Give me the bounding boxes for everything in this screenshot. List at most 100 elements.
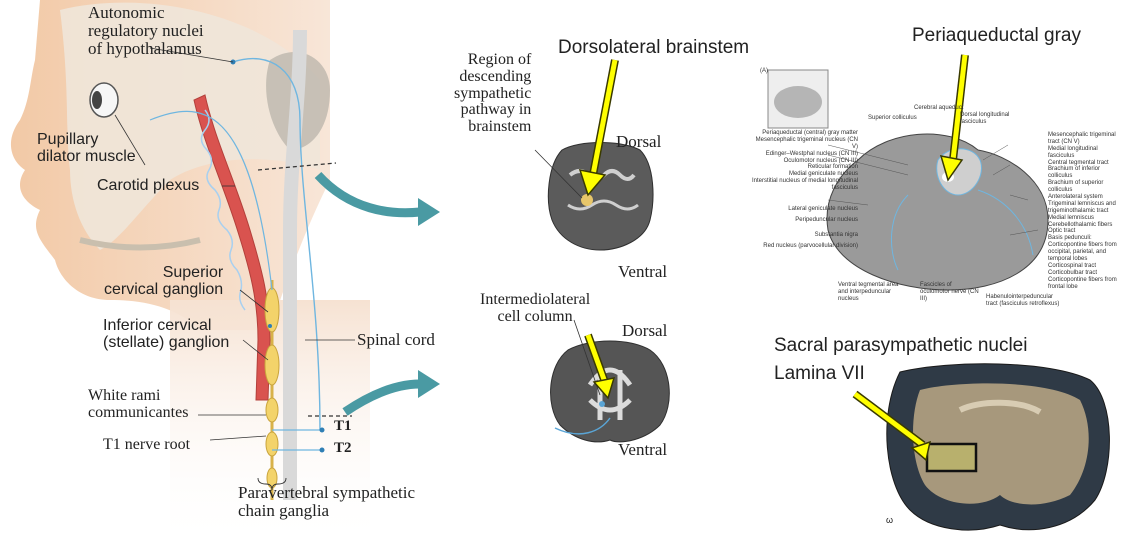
midbrain-panel: Periaqueductal gray (A) Cerebral aqueduc… bbox=[748, 20, 1122, 310]
midbrain-right-2: Central tegmental tract bbox=[1048, 159, 1109, 166]
midbrain-right-7: Medial lemniscus bbox=[1048, 214, 1095, 221]
jaw bbox=[79, 237, 201, 251]
midbrain-left-1: Mesencephalic trigeminal nucleus (CN V) bbox=[755, 136, 858, 150]
label-t2: T2 bbox=[334, 440, 352, 456]
sacral-texture bbox=[958, 399, 1042, 415]
callout-dorsolateral: Dorsolateral brainstem bbox=[558, 37, 750, 58]
arrow-sacral-shaft bbox=[853, 392, 925, 447]
midbrain-section bbox=[767, 54, 1049, 291]
arrow-sacral-head bbox=[910, 440, 932, 462]
t1-ganglion bbox=[265, 397, 279, 423]
midbrain-left-10: Red nucleus (parvocellular division) bbox=[763, 242, 858, 249]
arrow-pag-shaft bbox=[950, 54, 968, 161]
lamina-vii-box bbox=[925, 442, 978, 473]
brainstem-panel: Dorsolateral brainstem Region of descend… bbox=[440, 0, 760, 290]
midbrain-left-8: Peripeduncular nucleus bbox=[795, 216, 858, 223]
arrow-iml-shaft bbox=[585, 334, 609, 386]
leader-pupillary bbox=[114, 114, 146, 166]
brainstem-section bbox=[534, 59, 654, 251]
chain-brace bbox=[257, 477, 287, 491]
label-inferior-ganglion: Inferior cervical (stellate) ganglion bbox=[103, 317, 230, 351]
midbrain-right-12: Corticobulbar tract bbox=[1048, 269, 1098, 276]
t1-dot bbox=[319, 427, 325, 433]
midbrain-right-9: Optic tract bbox=[1048, 228, 1076, 235]
midbrain-right-labels: Mesencephalic trigeminal tract (CN V) Me… bbox=[1048, 132, 1122, 290]
midbrain-bottom-2: Habenulointerpeduncular tract (fasciculu… bbox=[986, 294, 1060, 307]
arrow-dorsolateral-head bbox=[578, 169, 607, 197]
midbrain-bottom-1: Fascicles of oculomotor nerve (CN III) bbox=[920, 282, 979, 302]
callout-sacral-line2: Lamina VII bbox=[774, 363, 865, 384]
midbrain-left-6: Interstitial nucleus of medial longitudi… bbox=[751, 178, 858, 192]
label-leader-lines bbox=[827, 144, 1039, 236]
label-superior-ganglion: Superior cervical ganglion bbox=[104, 264, 224, 298]
midbrain-left-4: Reticular formation bbox=[807, 164, 858, 171]
superior-dot bbox=[268, 324, 272, 328]
teal-arrow-upper-head bbox=[418, 198, 440, 226]
midbrain-right-4: Brachium of superior colliculus bbox=[1048, 180, 1104, 194]
midbrain-left-2: Edinger–Westphal nucleus (CN III) bbox=[765, 150, 858, 157]
arrow-dorsolateral-shaft bbox=[590, 59, 618, 176]
callout-sacral-line1: Sacral parasympathetic nuclei bbox=[774, 335, 1028, 356]
teal-arrow-lower-head bbox=[418, 370, 440, 398]
panel-letter: (A) bbox=[760, 68, 768, 74]
spinal-section-panel: Intermediolateral cell column Dorsal Ven… bbox=[440, 290, 760, 549]
midbrain-right-6: Trigeminal lemniscus and trigeminothalam… bbox=[1048, 200, 1116, 214]
midbrain-right-3: Brachium of inferior colliculus bbox=[1048, 166, 1101, 180]
sacral-section bbox=[852, 363, 1110, 531]
skull bbox=[60, 2, 320, 250]
brainstem-level-line bbox=[257, 162, 337, 171]
inset-brain bbox=[774, 86, 822, 118]
brainstem-slice bbox=[547, 142, 654, 251]
gray-matter-butterfly bbox=[587, 367, 633, 420]
label-brainstem-dorsal: Dorsal bbox=[616, 132, 662, 151]
label-spinal-dorsal: Dorsal bbox=[622, 321, 668, 340]
carotid-artery bbox=[193, 94, 271, 401]
descending-pathway bbox=[232, 57, 321, 431]
callout-periaqueductal: Periaqueductal gray bbox=[912, 25, 1081, 46]
midbrain-bottom-0: Ventral tegmental area and interpeduncul… bbox=[838, 282, 899, 302]
label-white-rami: White rami communicantes bbox=[88, 387, 189, 421]
midbrain-left-9: Substantia nigra bbox=[814, 231, 858, 238]
superior-ganglion bbox=[264, 287, 280, 333]
midbrain-left-7: Lateral geniculate nucleus bbox=[788, 206, 858, 213]
label-spinal-cord: Spinal cord bbox=[357, 330, 435, 349]
midbrain-right-13: Corticopontine fibers from frontal lobe bbox=[1048, 276, 1117, 290]
label-paravertebral: Paravertebral sympathetic chain ganglia bbox=[238, 483, 416, 520]
spinal-cord bbox=[283, 29, 307, 500]
brainstem-folds-lower bbox=[567, 199, 639, 211]
midbrain-left-5: Medial geniculate nucleus bbox=[788, 171, 858, 178]
stellate-ganglion bbox=[264, 344, 280, 386]
carotid-plexus-nerves bbox=[200, 109, 246, 311]
leader-autonomic bbox=[149, 47, 234, 63]
midbrain-left-0: Periaqueductal (central) gray matter bbox=[762, 130, 858, 136]
label-brainstem-ventral: Ventral bbox=[618, 262, 668, 281]
midbrain-left-3: Oculomotor nucleus (CN III) bbox=[783, 157, 858, 164]
label-autonomic-nuclei: Autonomic regulatory nuclei of hypothala… bbox=[88, 3, 204, 58]
leader-superior bbox=[239, 289, 269, 313]
midbrain-top-1: Superior colliculus bbox=[868, 115, 917, 121]
midbrain-right-1: Medial longitudinal fasciculus bbox=[1048, 145, 1098, 159]
midbrain-top-2: Dorsal longitudinal fasciculus bbox=[960, 112, 1010, 125]
pupil bbox=[92, 91, 102, 109]
midbrain-slice bbox=[826, 133, 1049, 291]
pupil-pathway bbox=[149, 110, 273, 291]
leader-t1root bbox=[209, 435, 267, 441]
label-t1-root: T1 nerve root bbox=[103, 436, 191, 453]
t2-dot bbox=[319, 447, 325, 453]
leader-region bbox=[534, 149, 583, 199]
label-iml: Intermediolateral cell column bbox=[480, 291, 591, 325]
arrow-iml-head bbox=[592, 377, 616, 400]
t2-ganglion bbox=[265, 431, 279, 457]
midbrain-top-0: Cerebral aqueduct bbox=[914, 105, 964, 111]
iml-dot bbox=[599, 401, 605, 407]
label-carotid-plexus: Carotid plexus bbox=[97, 177, 200, 194]
teal-arrow-upper bbox=[314, 171, 421, 218]
midbrain-right-0: Mesencephalic trigeminal tract (CN V) bbox=[1048, 132, 1116, 145]
label-t1: T1 bbox=[334, 418, 352, 434]
anatomy-illustration bbox=[10, 0, 440, 549]
arrow-pag-head bbox=[939, 155, 964, 182]
teal-arrow-lower bbox=[342, 379, 421, 416]
sacral-panel: Sacral parasympathetic nuclei Lamina VII… bbox=[760, 320, 1122, 549]
sacral-gray-matter bbox=[913, 383, 1089, 505]
midbrain-right-5: Anterolateral system bbox=[1048, 194, 1103, 201]
